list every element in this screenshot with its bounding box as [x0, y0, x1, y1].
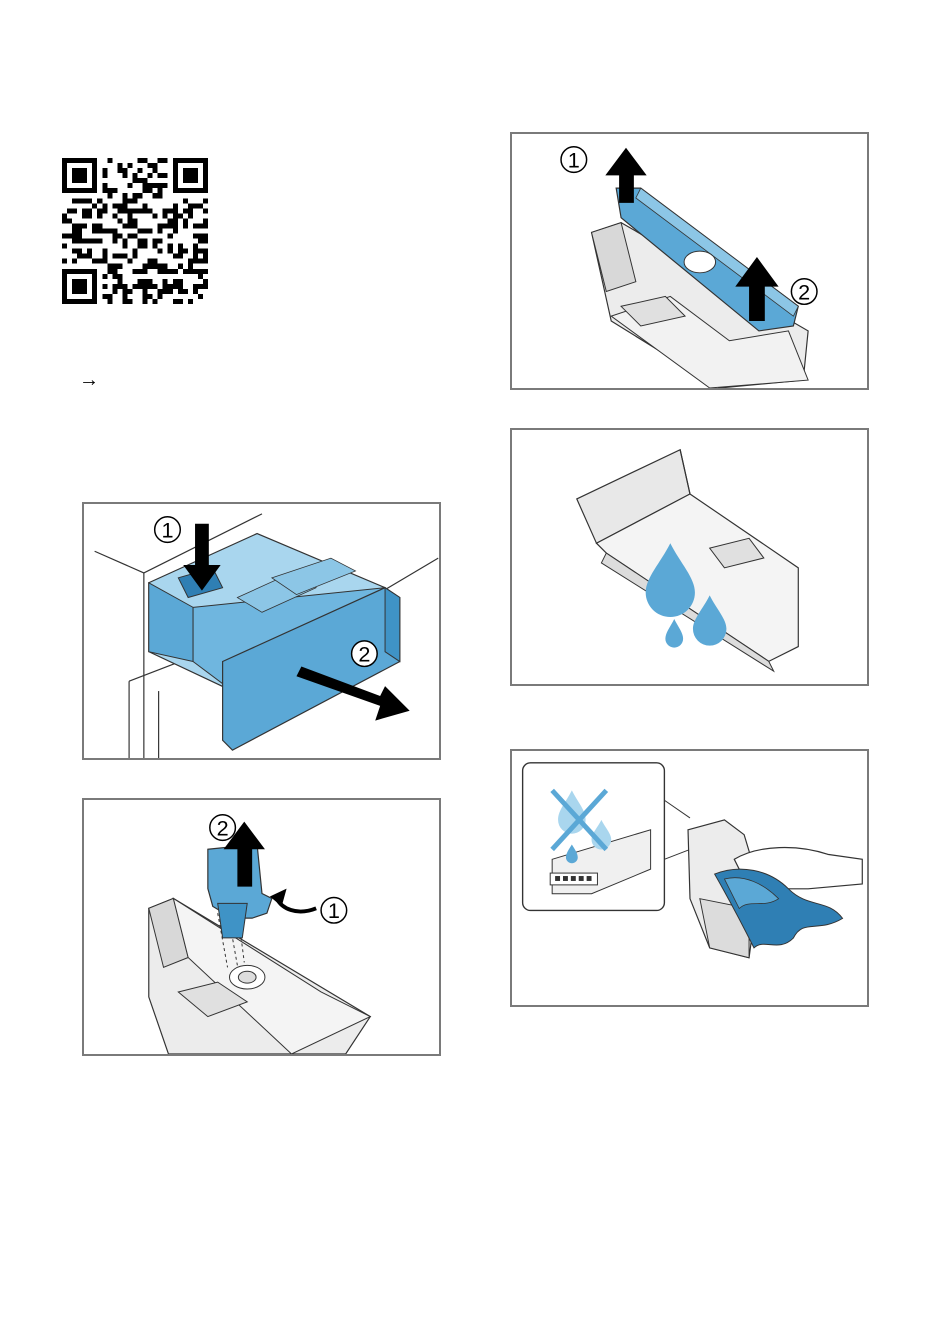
step-2-label: 2 — [358, 642, 370, 667]
drawer-removal-panel: 1 2 — [82, 502, 441, 760]
step-1-label: 1 — [568, 147, 580, 172]
insert-removal-panel: 1 2 — [510, 132, 869, 390]
step-2-label: 2 — [217, 815, 229, 840]
arrow-bullet: → — [79, 368, 99, 392]
siphon-illustration: 2 1 — [84, 800, 439, 1054]
wipe-panel — [510, 749, 869, 1007]
step-1-label: 1 — [161, 517, 173, 542]
wipe-illustration — [512, 751, 867, 1005]
insert-illustration: 1 2 — [512, 134, 867, 388]
drawer-illustration: 1 2 — [84, 504, 439, 758]
siphon-removal-panel: 2 1 — [82, 798, 441, 1056]
qr-code — [62, 158, 208, 304]
rinse-panel — [510, 428, 869, 686]
step-1-label: 1 — [328, 898, 340, 923]
step-2-label: 2 — [798, 279, 810, 304]
rinse-illustration — [512, 430, 867, 684]
